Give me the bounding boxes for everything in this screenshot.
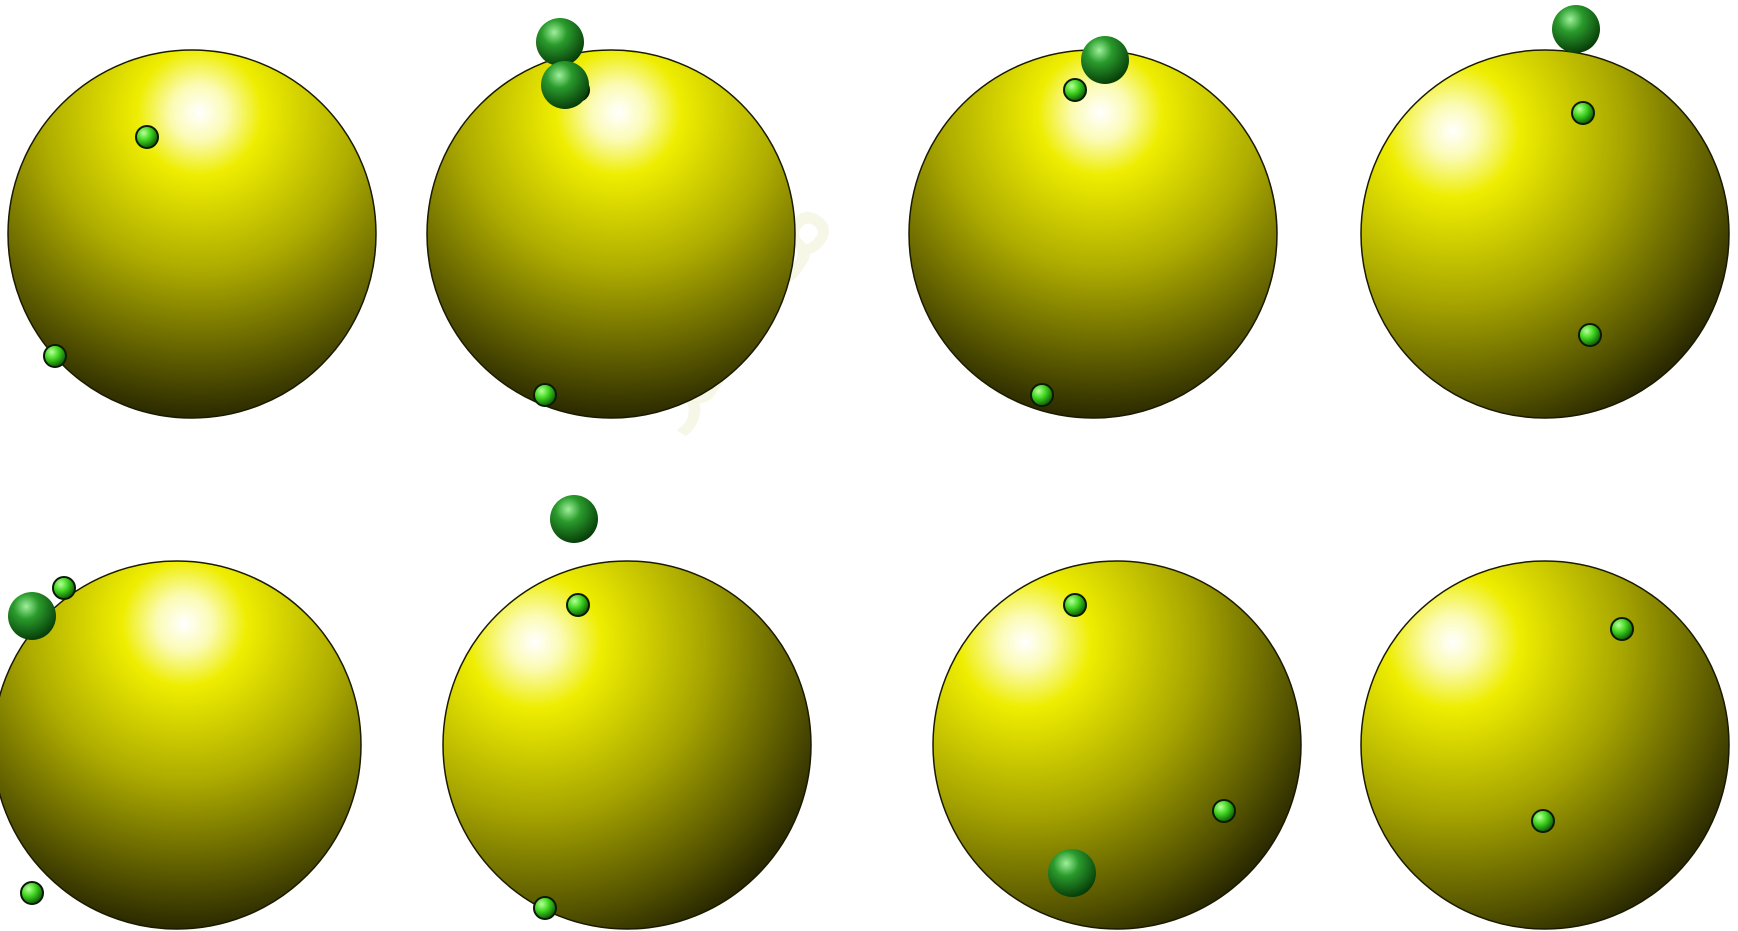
small-green-ball	[534, 384, 556, 406]
large-green-ball	[550, 495, 598, 543]
sphere-top-3	[909, 50, 1277, 418]
large-green-ball	[8, 592, 56, 640]
sphere-top-2	[427, 50, 795, 418]
large-green-ball	[1048, 849, 1096, 897]
large-green-ball	[541, 61, 589, 109]
sphere-top-4	[1361, 50, 1729, 418]
small-green-ball	[136, 126, 158, 148]
sphere-bottom-3	[933, 561, 1301, 929]
small-green-ball	[534, 897, 556, 919]
sphere-bottom-4	[1361, 561, 1729, 929]
small-green-ball	[1532, 810, 1554, 832]
large-green-ball	[1081, 36, 1129, 84]
small-green-ball	[1579, 324, 1601, 346]
small-green-ball	[1213, 800, 1235, 822]
small-green-ball	[1064, 594, 1086, 616]
spheres-layer	[0, 50, 1729, 929]
small-green-ball	[1064, 79, 1086, 101]
small-green-ball	[44, 345, 66, 367]
large-green-ball	[1552, 5, 1600, 53]
small-green-ball	[21, 882, 43, 904]
large-green-ball	[536, 18, 584, 66]
small-green-ball	[567, 594, 589, 616]
small-green-ball	[1572, 102, 1594, 124]
sphere-bottom-2	[443, 561, 811, 929]
small-green-ball	[1031, 384, 1053, 406]
small-green-ball	[53, 577, 75, 599]
small-green-ball	[1611, 618, 1633, 640]
